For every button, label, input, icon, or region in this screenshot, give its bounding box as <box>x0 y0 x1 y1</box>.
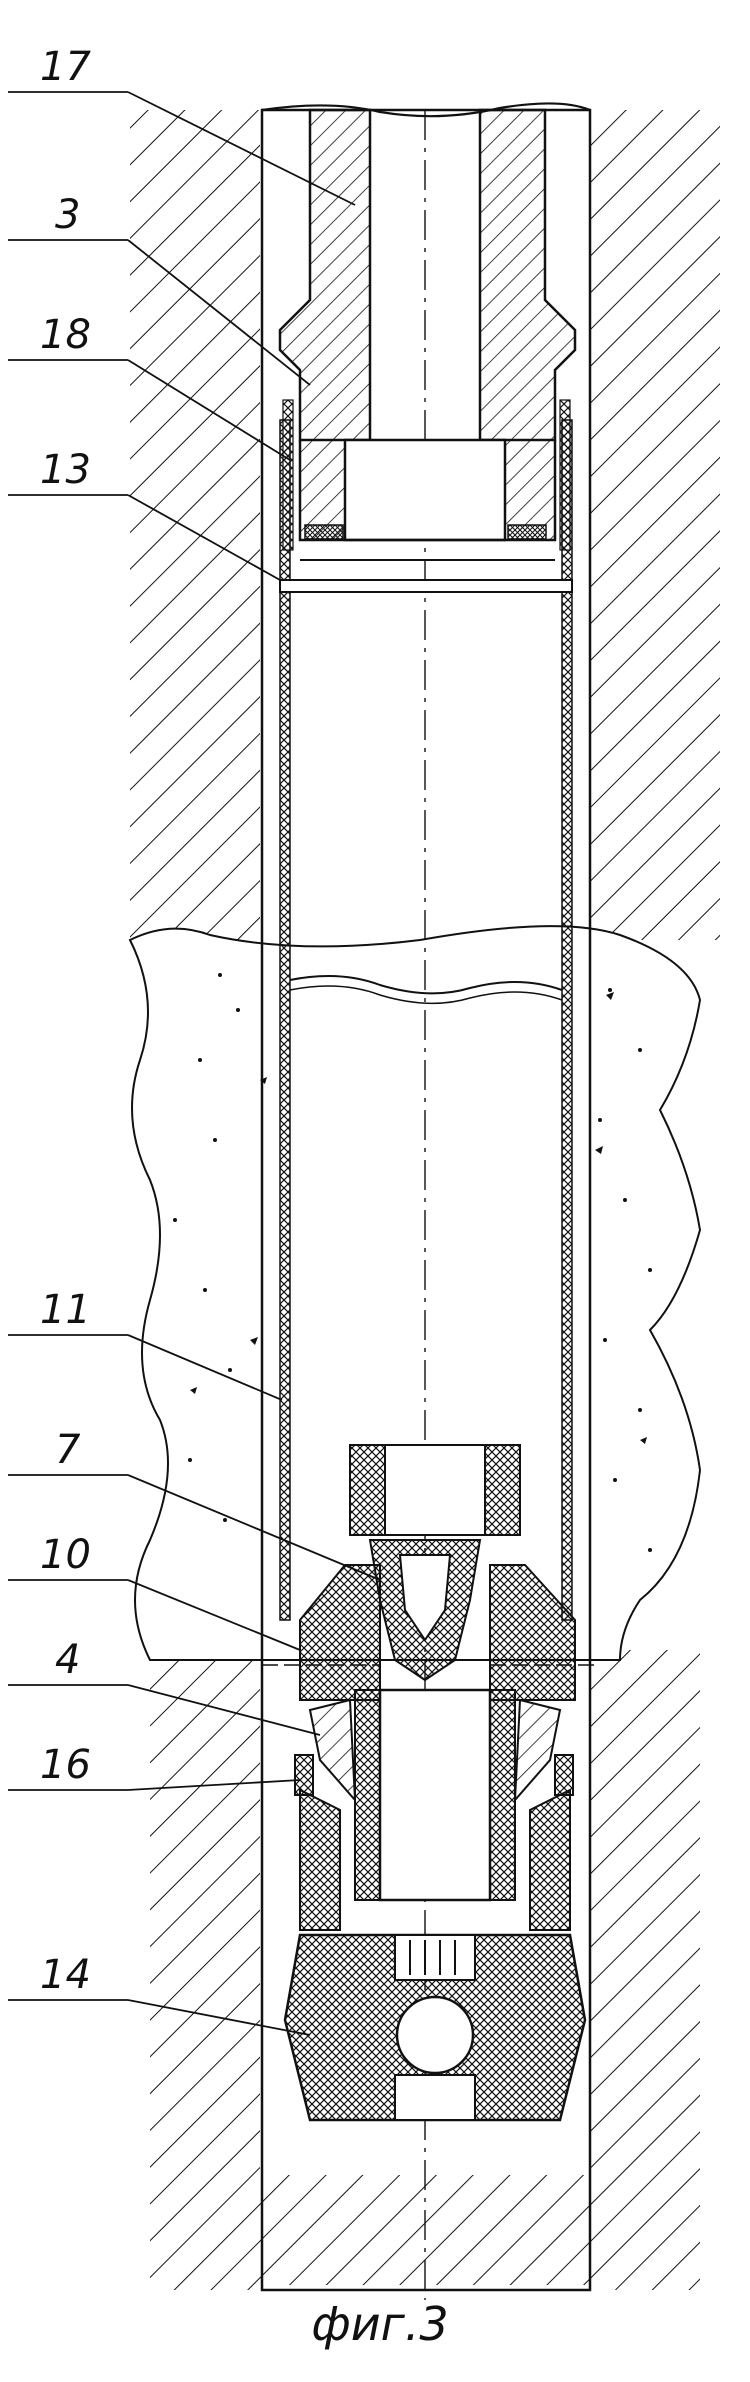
callout-17: 17 <box>40 44 91 90</box>
rock-upper-left <box>130 110 260 940</box>
callout-7: 7 <box>55 1427 81 1473</box>
liner-left <box>280 420 290 1620</box>
callout-10: 10 <box>40 1532 91 1578</box>
part-18-left <box>283 400 293 550</box>
callout-labels: 17 3 18 13 11 7 10 4 16 14 <box>40 44 91 1998</box>
callout-4: 4 <box>55 1637 80 1683</box>
part-17-right <box>480 110 575 440</box>
rock-lower-right <box>590 1650 700 2290</box>
liner-right <box>562 420 572 1620</box>
rock-upper-right <box>590 110 720 940</box>
callout-14: 14 <box>40 1952 91 1998</box>
part-17-left <box>280 110 370 440</box>
upper-tool <box>262 103 590 592</box>
callout-13: 13 <box>40 447 91 493</box>
callout-11: 11 <box>40 1287 91 1333</box>
part-7-sleeve-left <box>350 1445 385 1535</box>
seal-left <box>305 525 343 539</box>
part-4-right <box>515 1700 560 1800</box>
inner-barrel <box>380 1690 490 1900</box>
part-16-left <box>295 1755 313 1795</box>
callout-16: 16 <box>40 1742 91 1788</box>
part-3-socket <box>345 440 505 540</box>
part-18-right <box>560 400 570 550</box>
part-4-left <box>310 1700 355 1800</box>
check-ball <box>397 1997 473 2073</box>
figure-caption: фиг.3 <box>311 2297 448 2351</box>
callout-3: 3 <box>55 192 80 238</box>
part-7-sleeve-right <box>485 1445 520 1535</box>
part-13-band <box>280 580 572 592</box>
rock-lower-left <box>150 1650 260 2290</box>
seal-right <box>508 525 546 539</box>
callout-18: 18 <box>40 312 91 358</box>
